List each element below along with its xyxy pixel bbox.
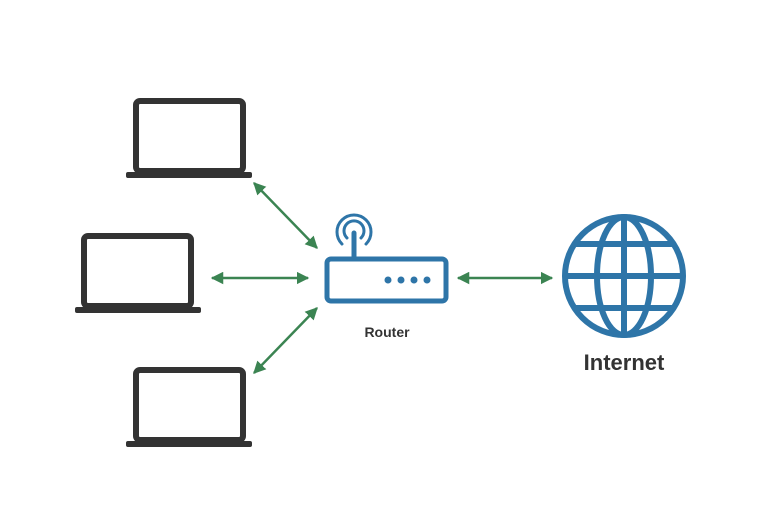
router-icon bbox=[324, 213, 449, 304]
laptop-top bbox=[126, 98, 252, 178]
arrow-laptop-bottom-router bbox=[253, 307, 318, 374]
laptop-bottom bbox=[126, 367, 252, 447]
wifi-arc-outer bbox=[335, 213, 373, 246]
laptop-middle bbox=[75, 233, 201, 313]
arrow-laptop-top-router bbox=[253, 182, 318, 249]
globe-icon bbox=[562, 214, 686, 338]
router-label: Router bbox=[364, 324, 410, 340]
wifi-arc-inner bbox=[342, 219, 366, 240]
router-node: Router bbox=[324, 213, 449, 340]
internet-label: Internet bbox=[584, 350, 665, 375]
laptop-icon bbox=[126, 367, 252, 447]
router-body bbox=[324, 256, 449, 304]
laptop-icon bbox=[75, 233, 201, 313]
laptop-icon bbox=[126, 98, 252, 178]
internet-node: Internet bbox=[562, 214, 686, 375]
